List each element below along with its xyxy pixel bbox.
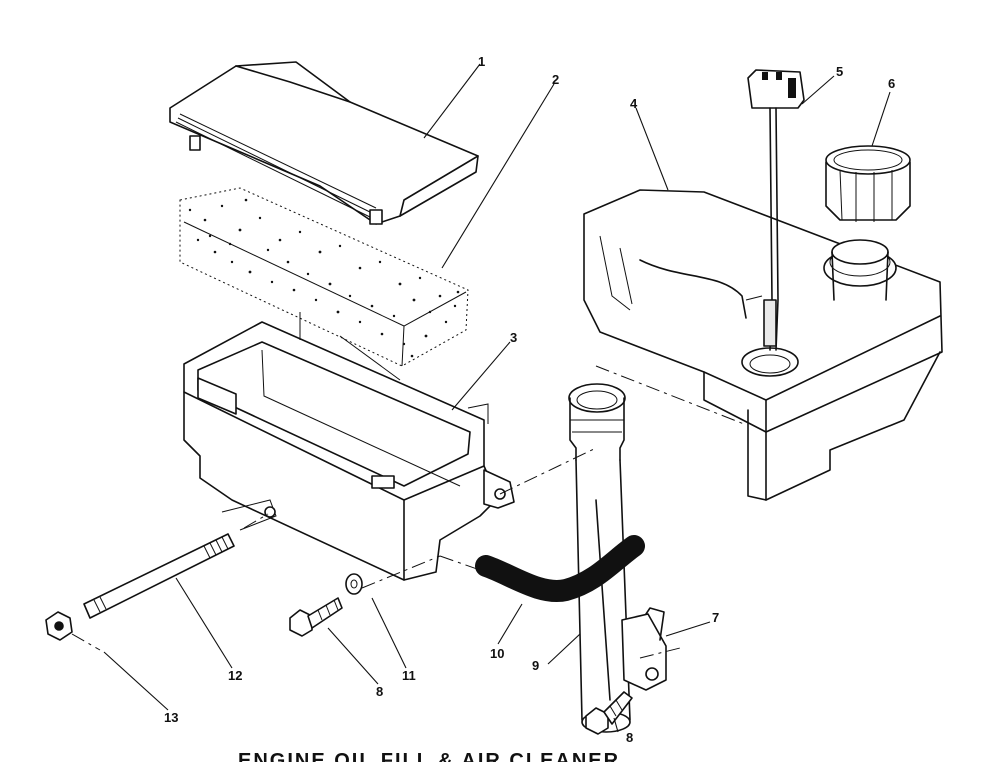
air-cleaner-base [183, 321, 515, 581]
dipstick [747, 69, 805, 351]
oil-fill-housing [583, 189, 943, 501]
callout-4: 4 [630, 96, 638, 111]
callout-labels: 1 2 3 4 5 6 7 8 8 9 10 11 12 13 [164, 54, 895, 745]
assembly-centerlines [71, 312, 745, 659]
callout-13: 13 [164, 710, 178, 725]
nut [45, 611, 73, 641]
oil-fill-cap [825, 145, 911, 222]
caption-text: ENGINE OIL FILL & AIR CLEANER [238, 750, 621, 762]
diagram-caption: ENGINE OIL FILL & AIR CLEANER [238, 748, 798, 762]
leader-lines [103, 63, 891, 733]
bolt-left [289, 597, 343, 637]
bolt-right [585, 691, 633, 735]
callout-8-right: 8 [626, 730, 633, 745]
callout-5: 5 [836, 64, 843, 79]
callout-8-left: 8 [376, 684, 383, 699]
tube-bracket [621, 607, 667, 691]
callout-10: 10 [490, 646, 504, 661]
callout-12: 12 [228, 668, 242, 683]
long-bolt [83, 533, 235, 619]
callout-1: 1 [478, 54, 485, 69]
air-cleaner-cover [169, 61, 479, 225]
callout-9: 9 [532, 658, 539, 673]
foam-element [179, 187, 469, 367]
callout-11: 11 [402, 668, 416, 683]
callout-7: 7 [712, 610, 719, 625]
callout-2: 2 [552, 72, 559, 87]
washer [345, 573, 363, 595]
breather-hose [475, 535, 645, 602]
callout-6: 6 [888, 76, 895, 91]
callout-3: 3 [510, 330, 517, 345]
